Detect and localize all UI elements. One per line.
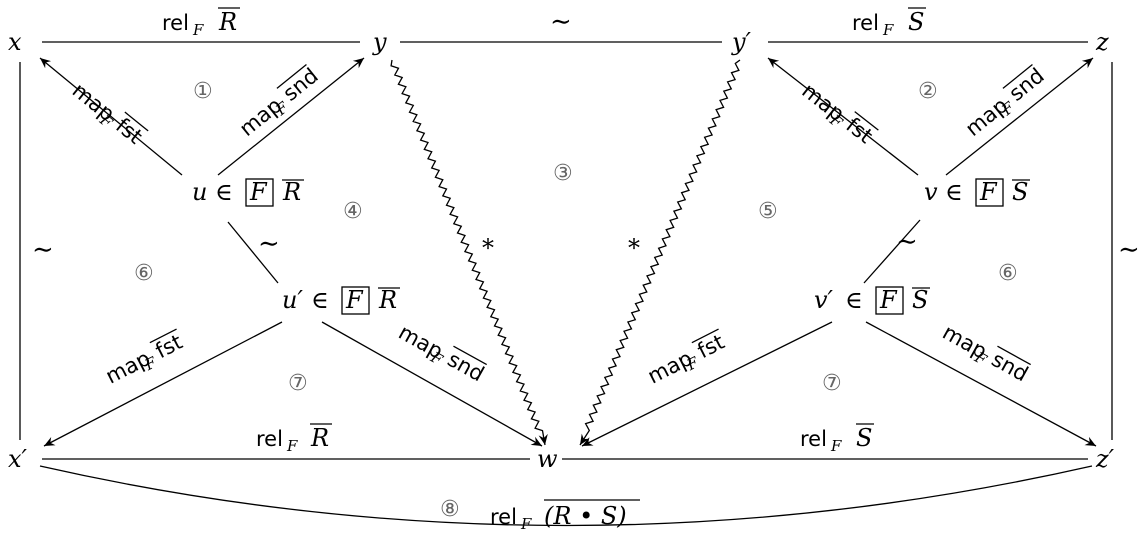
label-star-right: * [628,234,640,262]
label-tilde-left: ∼ [32,235,54,265]
label-tilde-top: ∼ [550,7,572,37]
svg-text:rel: rel [800,427,827,451]
svg-text:∈: ∈ [845,286,863,314]
arrow-v-z [945,57,1094,176]
label-rel-RS-curve: rel F (R • S) [490,499,640,533]
arrow-uprime-xprime [43,321,283,447]
region-1: ① [193,79,213,104]
region-6-left: ⑥ [134,261,154,286]
svg-text:rel: rel [490,505,517,529]
svg-text:F: F [520,515,532,533]
label-rel-S-bottom: rel F S [800,423,874,455]
svg-text:∈: ∈ [215,178,233,206]
arrow-vprime-zprime [865,321,1097,447]
label-rel-R-bottom: rel F R [256,423,332,455]
arrow-vprime-w [581,321,833,447]
label-star-left: * [482,234,494,262]
node-u-prime: u′ ∈ F R [282,286,400,315]
svg-text:fst: fst [694,330,729,363]
squiggle-arrow-yprime-w [579,59,741,446]
svg-text:R: R [282,178,301,206]
region-6-right: ⑥ [998,261,1018,286]
arrow-v-yprime [767,57,919,176]
label-map-snd-1: map F snd [235,64,323,142]
region-2: ② [918,79,938,104]
node-z: z [1095,28,1109,56]
svg-text:F: F [879,286,898,314]
label-tilde-v: ∼ [896,227,918,257]
svg-text:R: R [378,286,397,314]
node-x: x [8,28,22,56]
node-x-prime: x′ [8,445,28,473]
edge-v-vprime [863,219,921,284]
svg-text:snd: snd [1004,64,1048,106]
label-tilde-right: ∼ [1118,235,1140,265]
box-F-u [245,178,274,207]
label-map-snd-4: map F snd [939,320,1033,386]
edge-xprime-zprime-curve [39,465,1093,527]
node-v: v ∈ F S [924,178,1030,207]
box-F-vprime [875,286,904,315]
label-map-snd-2: map F snd [961,64,1049,142]
region-7-right: ⑦ [822,371,842,396]
label-tilde-u: ∼ [258,229,280,259]
node-z-prime: z′ [1095,445,1115,473]
label-rel-S-top: rel F S [852,7,926,39]
svg-text:rel: rel [162,11,189,35]
label-map-fst-1: map F fst [68,78,149,149]
svg-text:v′: v′ [814,286,834,314]
label-map-fst-2: map F fst [797,78,879,148]
svg-text:rel: rel [852,11,879,35]
svg-text:∈: ∈ [311,286,329,314]
svg-text:F: F [979,178,998,206]
region-4: ④ [343,199,363,224]
box-F-uprime [341,286,370,315]
svg-text:u: u [192,178,207,206]
svg-text:∈: ∈ [945,178,963,206]
svg-text:R: R [310,424,329,452]
label-map-fst-4: map F fst [644,328,729,389]
arrow-u-y [217,57,365,176]
svg-text:S: S [908,8,924,36]
label-map-snd-3: map F snd [395,320,489,386]
edge-u-uprime [227,221,279,284]
arrow-u-x [39,57,183,176]
svg-text:snd: snd [278,64,322,106]
region-3: ③ [553,161,573,186]
label-rel-R-top: rel F R [162,7,240,39]
svg-text:u′: u′ [282,286,303,314]
region-5: ⑤ [758,199,778,224]
svg-text:fst: fst [152,330,187,363]
svg-text:S: S [856,424,872,452]
svg-text:F: F [192,21,204,39]
svg-text:v: v [924,178,938,206]
node-y-prime: y′ [731,28,752,56]
region-8: ⑧ [440,497,460,522]
node-v-prime: v′ ∈ F S [814,286,930,315]
svg-text:snd: snd [988,347,1033,386]
node-y: y [372,28,387,56]
svg-text:F: F [882,21,894,39]
svg-text:S: S [1012,178,1028,206]
svg-text:F: F [249,178,268,206]
svg-text:F: F [286,437,298,455]
svg-text:rel: rel [256,427,283,451]
svg-text:S: S [912,286,928,314]
svg-text:fst: fst [842,113,878,148]
svg-text:snd: snd [444,347,489,386]
svg-text:R: R [218,8,237,36]
svg-text:F: F [345,286,364,314]
node-w: w [537,445,558,473]
svg-text:fst: fst [111,113,147,148]
box-F-v [975,178,1004,207]
svg-text:F: F [830,437,842,455]
label-map-fst-3: map F fst [102,328,187,389]
arrow-uprime-w [321,321,543,447]
squiggle-arrow-y-w [390,59,548,446]
node-u: u ∈ F R [192,178,304,207]
region-7-left: ⑦ [288,371,308,396]
svg-text:(R • S): (R • S) [544,502,627,530]
